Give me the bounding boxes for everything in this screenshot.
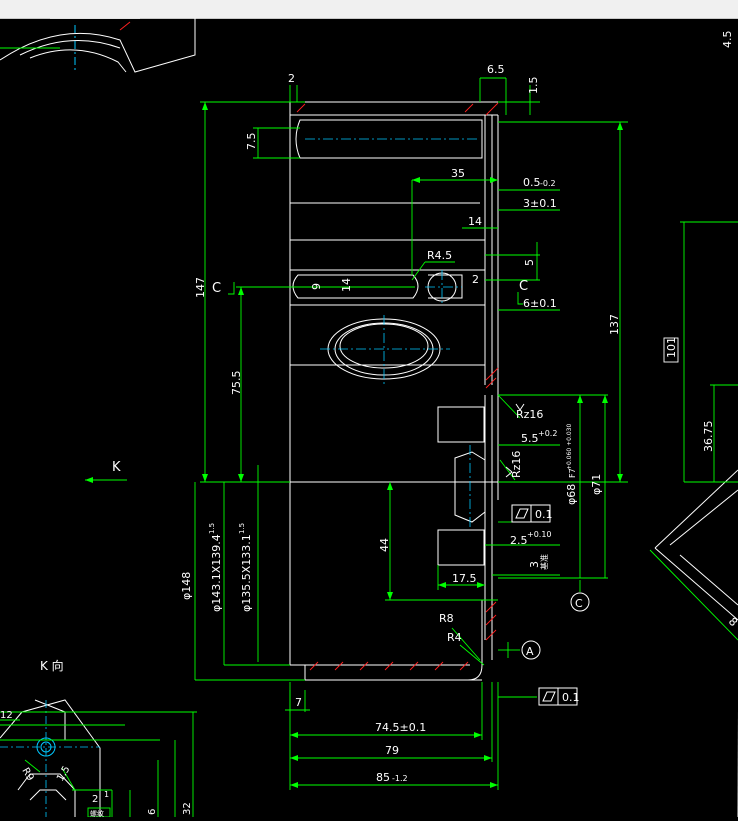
dim-6-5: 6.5 — [487, 63, 505, 76]
section-c-right-label: C — [519, 279, 528, 294]
flatness-value-b: 0.1 — [562, 691, 580, 704]
dim-phi143: φ143.1X139.4 — [210, 534, 223, 612]
dim-36-75: 36.75 — [702, 421, 715, 453]
dim-74-5: 74.5±0.1 — [375, 721, 426, 734]
dim-0-5-tol: -0.2 — [540, 179, 556, 188]
k-view-outline — [0, 699, 101, 817]
datum-a-label: A — [526, 645, 534, 658]
rz16-b: Rz16 — [510, 451, 523, 478]
k-view-dimensions — [0, 711, 197, 818]
k-view-centerlines — [0, 700, 100, 817]
dim-85-tol: -1.2 — [392, 774, 408, 783]
dim-1-bl: 1 — [104, 790, 109, 799]
dim-2-5: 2.5 — [510, 534, 528, 547]
rz16-a: Rz16 — [516, 408, 543, 421]
dim-14-v: 14 — [340, 278, 353, 292]
dim-7: 7 — [295, 696, 302, 709]
dim-r8: R8 — [439, 612, 454, 625]
dim-bl-note: 螺纹 — [90, 809, 104, 817]
datum-c-label: C — [575, 597, 583, 610]
dim-3: 3 — [528, 561, 541, 568]
dim-14-top: 14 — [468, 215, 482, 228]
dim-phi68: φ68 — [565, 484, 578, 505]
dim-2-5-tol: +0.10 — [527, 530, 552, 539]
dim-2-top: 2 — [288, 72, 295, 85]
dim-79: 79 — [385, 744, 399, 757]
main-section-outline — [289, 101, 499, 681]
drawing-svg: K K 向 C C A C 2 6.5 1.5 7.5 35 0.5 -0.2 … — [0, 17, 738, 818]
window-title-bar — [0, 0, 738, 19]
dim-r4-5: R4.5 — [427, 249, 452, 262]
dim-12: 12 — [0, 710, 13, 721]
section-hatching — [296, 102, 499, 671]
dim-44: 44 — [378, 538, 391, 552]
dim-1-5-top: 1.5 — [527, 77, 540, 95]
dim-137: 137 — [608, 314, 621, 335]
dim-note: 基准 — [539, 554, 549, 570]
dim-101: 101 — [665, 337, 678, 358]
gdt-frames — [505, 403, 590, 706]
dim-phi143-tol: 1.5 — [208, 523, 216, 534]
dim-phi71: φ71 — [590, 474, 603, 495]
section-c-left-label: C — [212, 281, 221, 296]
dim-r9: R9 — [19, 766, 35, 783]
dim-5-5-tol: +0.2 — [538, 429, 557, 438]
main-centerlines — [305, 138, 478, 528]
dim-2-small: 2 — [472, 273, 479, 286]
dim-2-bl: 2 — [92, 794, 98, 805]
dim-85: 85 — [376, 771, 390, 784]
cad-drawing-canvas[interactable]: K K 向 C C A C 2 6.5 1.5 7.5 35 0.5 -0.2 … — [0, 17, 738, 818]
dim-phi135: φ135.5X133.1 — [240, 534, 253, 612]
dim-5: 5 — [523, 259, 536, 266]
dim-3-tol: 3±0.1 — [523, 197, 557, 210]
dim-phi68-fit: F7 — [568, 468, 577, 478]
dim-phi148: φ148 — [180, 572, 193, 600]
right-view-dimensions — [649, 221, 738, 641]
partial-view-right — [654, 469, 738, 817]
dimension-lines — [85, 77, 628, 790]
dim-4-5: 4.5 — [721, 31, 734, 49]
dim-32-bl: 32 — [182, 802, 193, 815]
k-view-title: K 向 — [40, 658, 64, 673]
dim-147: 147 — [194, 277, 207, 298]
k-arrow-label: K — [112, 460, 121, 475]
dim-5-5: 5.5 — [521, 432, 539, 445]
dim-0-5: 0.5 — [523, 176, 541, 189]
dim-9: 9 — [310, 283, 323, 290]
dimension-arrows — [85, 102, 623, 788]
dim-8: 8 — [726, 615, 738, 629]
dim-6-bl: 6 — [147, 809, 158, 815]
dim-6-tol: 6±0.1 — [523, 297, 557, 310]
dim-35: 35 — [451, 167, 465, 180]
flatness-value-a: 0.1 — [535, 508, 553, 521]
dim-7-5: 7.5 — [245, 133, 258, 151]
dim-phi68-tol: +0.060 +0.030 — [566, 424, 573, 470]
dim-phi135-tol: 1.5 — [238, 523, 246, 534]
partial-view-top-left — [0, 17, 196, 73]
dim-75-5: 75.5 — [230, 371, 243, 396]
dim-r4: R4 — [447, 631, 462, 644]
dim-17-5: 17.5 — [452, 572, 477, 585]
